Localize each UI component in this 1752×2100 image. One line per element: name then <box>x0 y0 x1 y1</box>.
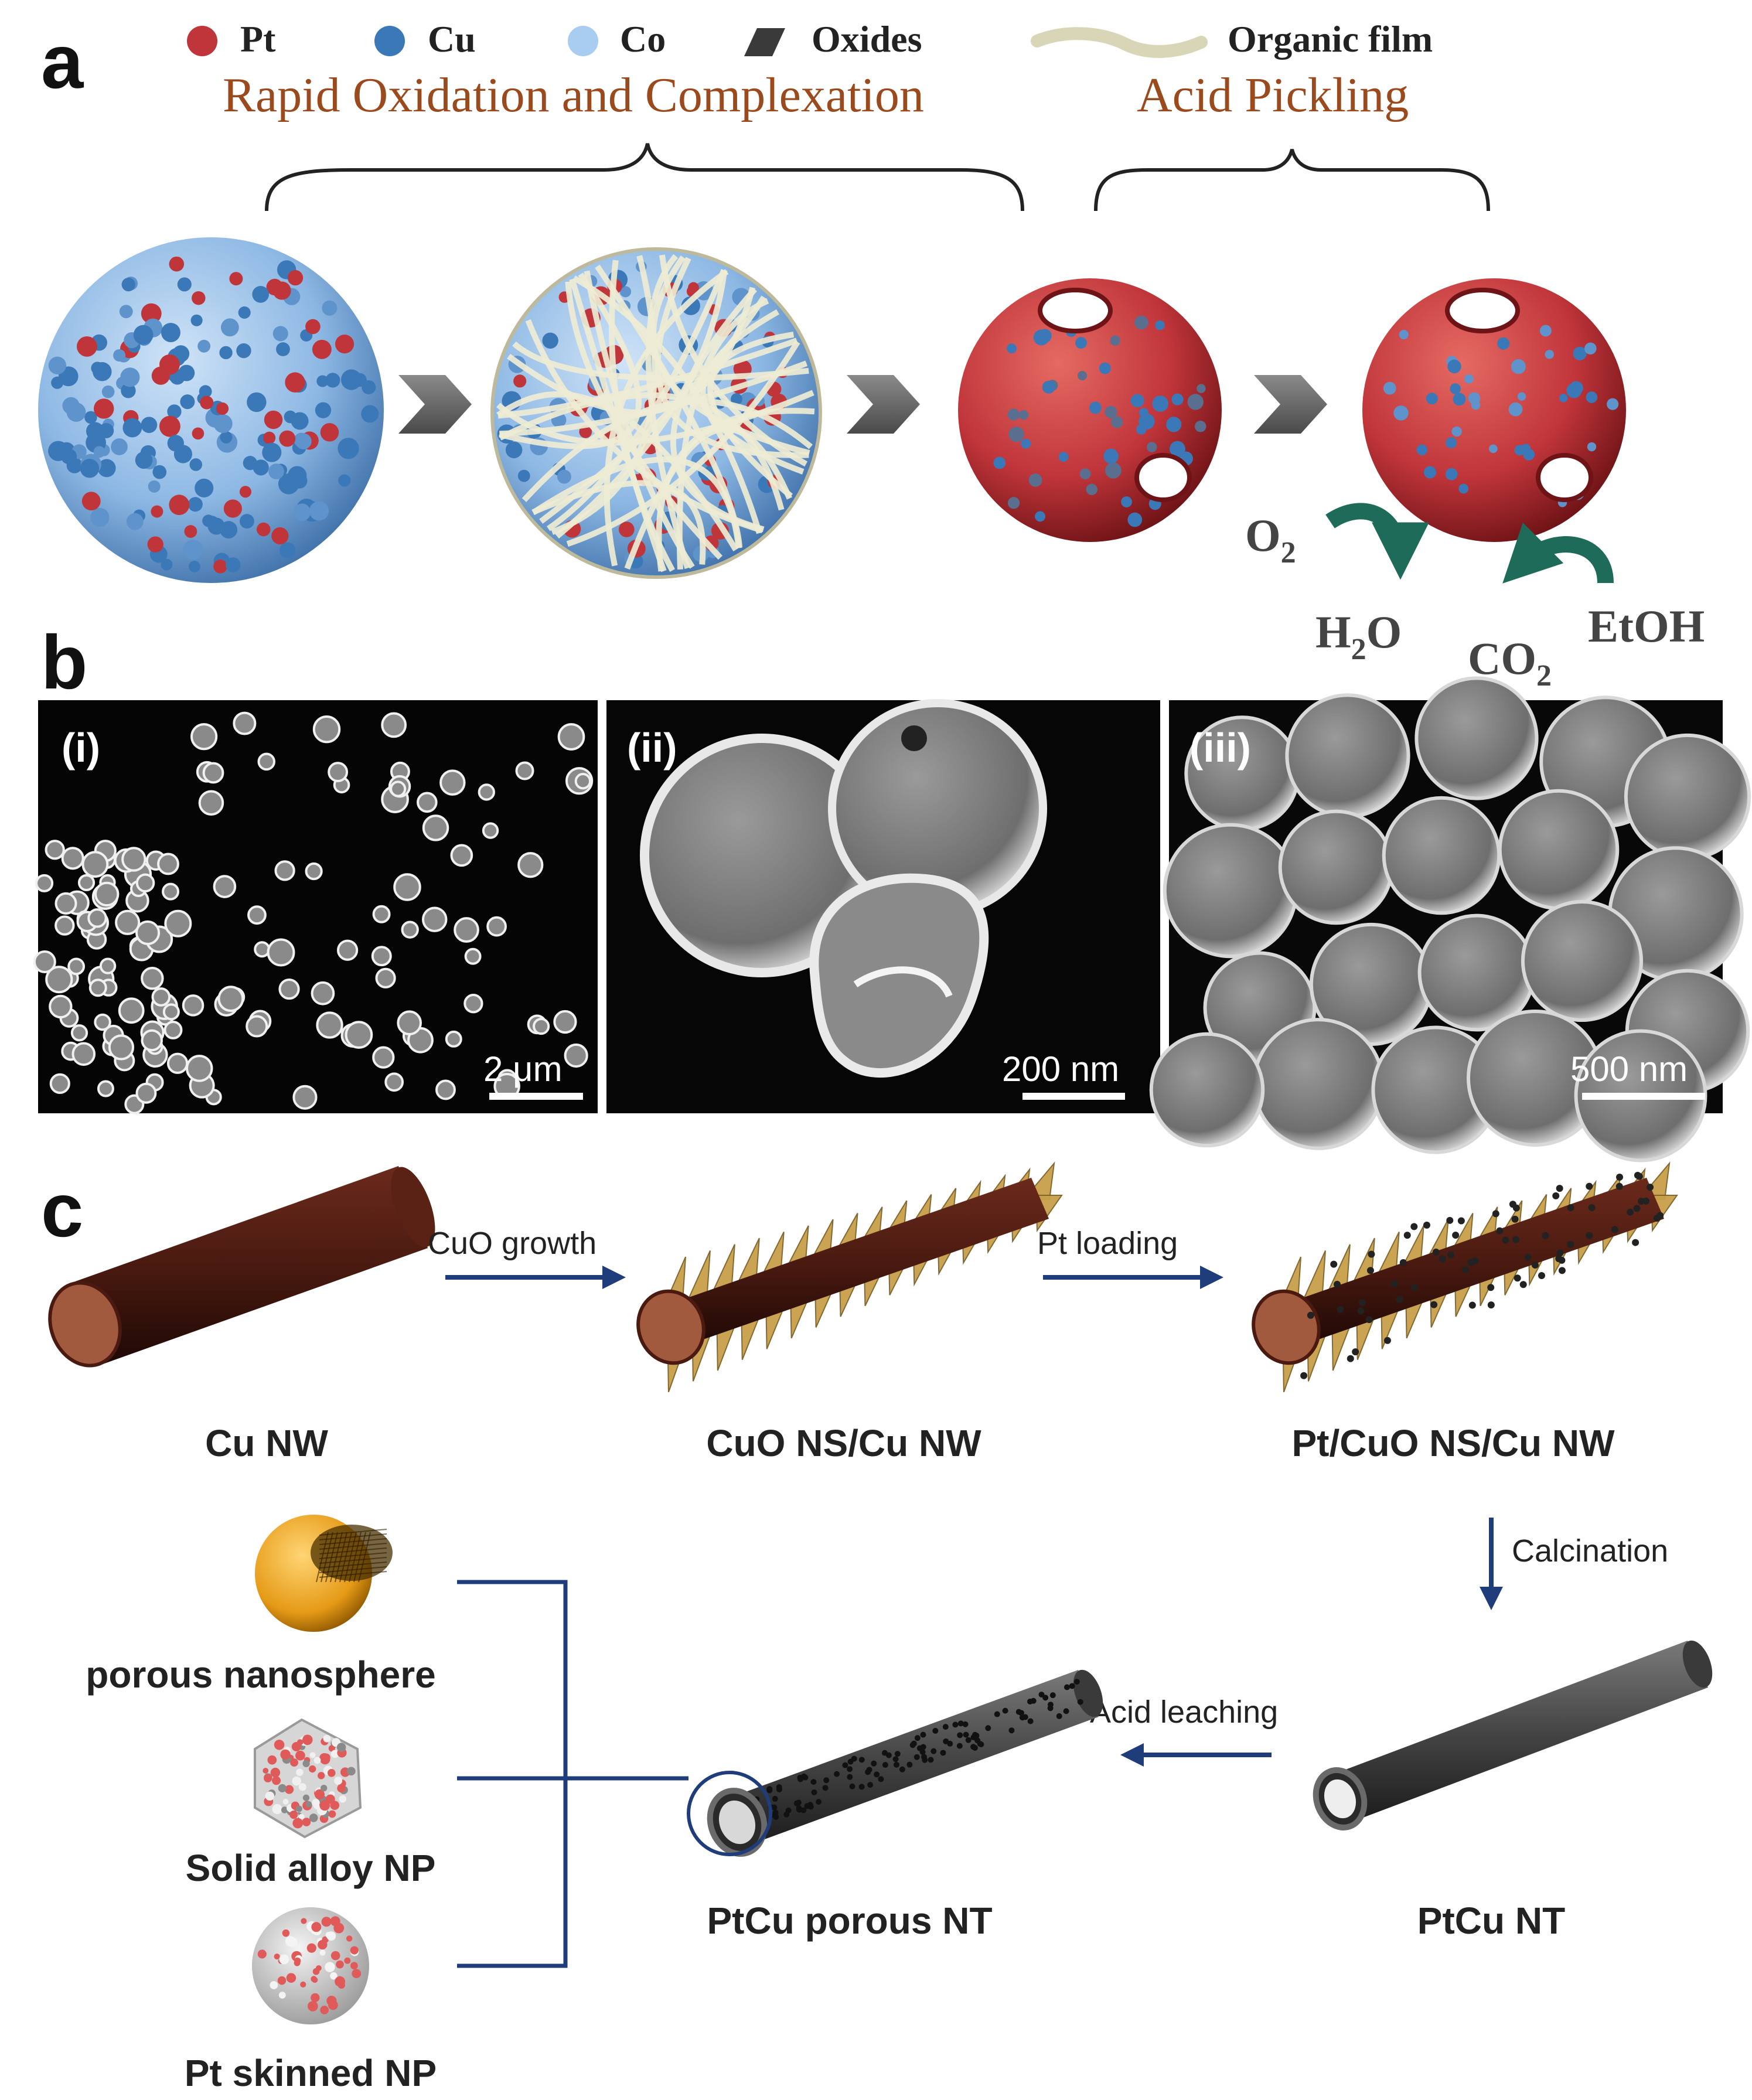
sem-i-scale-bar <box>489 1093 583 1100</box>
legend-oxides-label: Oxides <box>812 18 922 60</box>
cu-nanowire <box>48 1166 435 1368</box>
sem-ii-label: (ii) <box>627 725 677 771</box>
organic-film-legend-icon <box>1031 27 1208 58</box>
panel-a: a Pt Cu Co Oxides Organic film Rapid Oxi… <box>38 18 1705 693</box>
panel-b-letter: b <box>41 619 87 705</box>
legend-cu-label: Cu <box>428 18 476 60</box>
h2o-label: H2O <box>1315 606 1402 666</box>
co-legend-icon <box>568 26 598 56</box>
chevron-arrow-2-icon <box>847 375 920 434</box>
sem-ii-scale-bar <box>1022 1093 1125 1100</box>
legend-co-label: Co <box>620 18 666 60</box>
step-oxidation-label: Rapid Oxidation and Complexation <box>223 68 924 122</box>
sem-ii-scale-label: 200 nm <box>1002 1049 1119 1089</box>
legend-organic-film-label: Organic film <box>1228 18 1433 60</box>
ptcu-nanotube <box>1313 1640 1713 1830</box>
sem-iii-label: (iii) <box>1189 725 1251 771</box>
pickled-pt-nanosphere <box>1362 278 1626 542</box>
calcination-label: Calcination <box>1512 1533 1668 1569</box>
panel-b: b (i) 2 μm (ii) 200 nm (iii) 500 nm <box>33 619 1751 1162</box>
porous-nanosphere-icon <box>255 1515 393 1632</box>
legend: Pt Cu Co Oxides Organic film <box>187 18 1433 60</box>
eor-curved-arrow-icon <box>1502 522 1614 584</box>
orr-reaction: O2 H2O <box>1245 503 1429 666</box>
step-pickling-label: Acid Pickling <box>1137 68 1409 122</box>
pt-cuo-ns-label: Pt/CuO NS/Cu NW <box>1291 1422 1615 1464</box>
chevron-arrow-3-icon <box>1254 375 1327 434</box>
cuo-ns-label: CuO NS/Cu NW <box>706 1422 981 1464</box>
pt-cuo-ns-nanowire <box>1252 1161 1678 1393</box>
cu-nw-label: Cu NW <box>205 1422 328 1464</box>
eor-reaction: EtOH CO2 <box>1468 522 1705 693</box>
sem-iii-scale-label: 500 nm <box>1570 1049 1688 1089</box>
pt-loading-label: Pt loading <box>1037 1226 1178 1261</box>
ptcuco-nanosphere <box>38 237 384 583</box>
zoom-circle <box>687 1771 772 1856</box>
orr-curved-arrow-icon <box>1325 503 1429 580</box>
etoh-label: EtOH <box>1588 601 1705 652</box>
panel-c-letter: c <box>41 1167 83 1253</box>
cuo-growth-label: CuO growth <box>428 1226 597 1261</box>
cu-legend-icon <box>374 26 405 56</box>
porous-nanosphere-label: porous nanosphere <box>86 1654 435 1696</box>
sem-i-label: (i) <box>62 725 100 771</box>
acid-leaching-label: Acid leaching <box>1090 1695 1278 1730</box>
pt-skinned-np-label: Pt skinned NP <box>185 2052 437 2094</box>
panel-c: c Cu NW CuO growth Pt loading CuO NS/Cu … <box>41 1161 1713 2094</box>
pt-skinned-np-icon <box>252 1907 369 2024</box>
co2-label: CO2 <box>1468 633 1552 693</box>
ptcu-porous-nt-label: PtCu porous NT <box>707 1900 992 1942</box>
film-wrapped-nanosphere <box>490 247 822 579</box>
solid-alloy-np-label: Solid alloy NP <box>186 1847 436 1889</box>
sem-iii-scale-bar <box>1582 1093 1705 1100</box>
sem-i-scale-label: 2 μm <box>483 1049 563 1089</box>
pt-legend-icon <box>187 26 217 56</box>
porous-pt-nanosphere <box>958 278 1222 542</box>
brace-pickling <box>1094 149 1490 212</box>
sem-image-iii: (iii) 500 nm <box>1149 676 1751 1162</box>
connector-lines <box>457 1580 688 1968</box>
ptcu-porous-nanotube <box>687 1669 1103 1857</box>
sem-image-ii: (ii) 200 nm <box>606 699 1160 1113</box>
ptcu-nt-label: PtCu NT <box>1417 1900 1565 1942</box>
brace-oxidation <box>265 143 1024 212</box>
legend-pt-label: Pt <box>240 18 276 60</box>
panel-a-letter: a <box>41 19 84 104</box>
chevron-arrow-1-icon <box>398 375 472 434</box>
cuo-ns-nanowire <box>636 1161 1063 1393</box>
oxides-legend-icon <box>744 28 785 56</box>
o2-label: O2 <box>1245 510 1296 570</box>
sem-image-i: (i) 2 μm <box>33 700 598 1114</box>
solid-alloy-np-icon <box>254 1718 362 1839</box>
